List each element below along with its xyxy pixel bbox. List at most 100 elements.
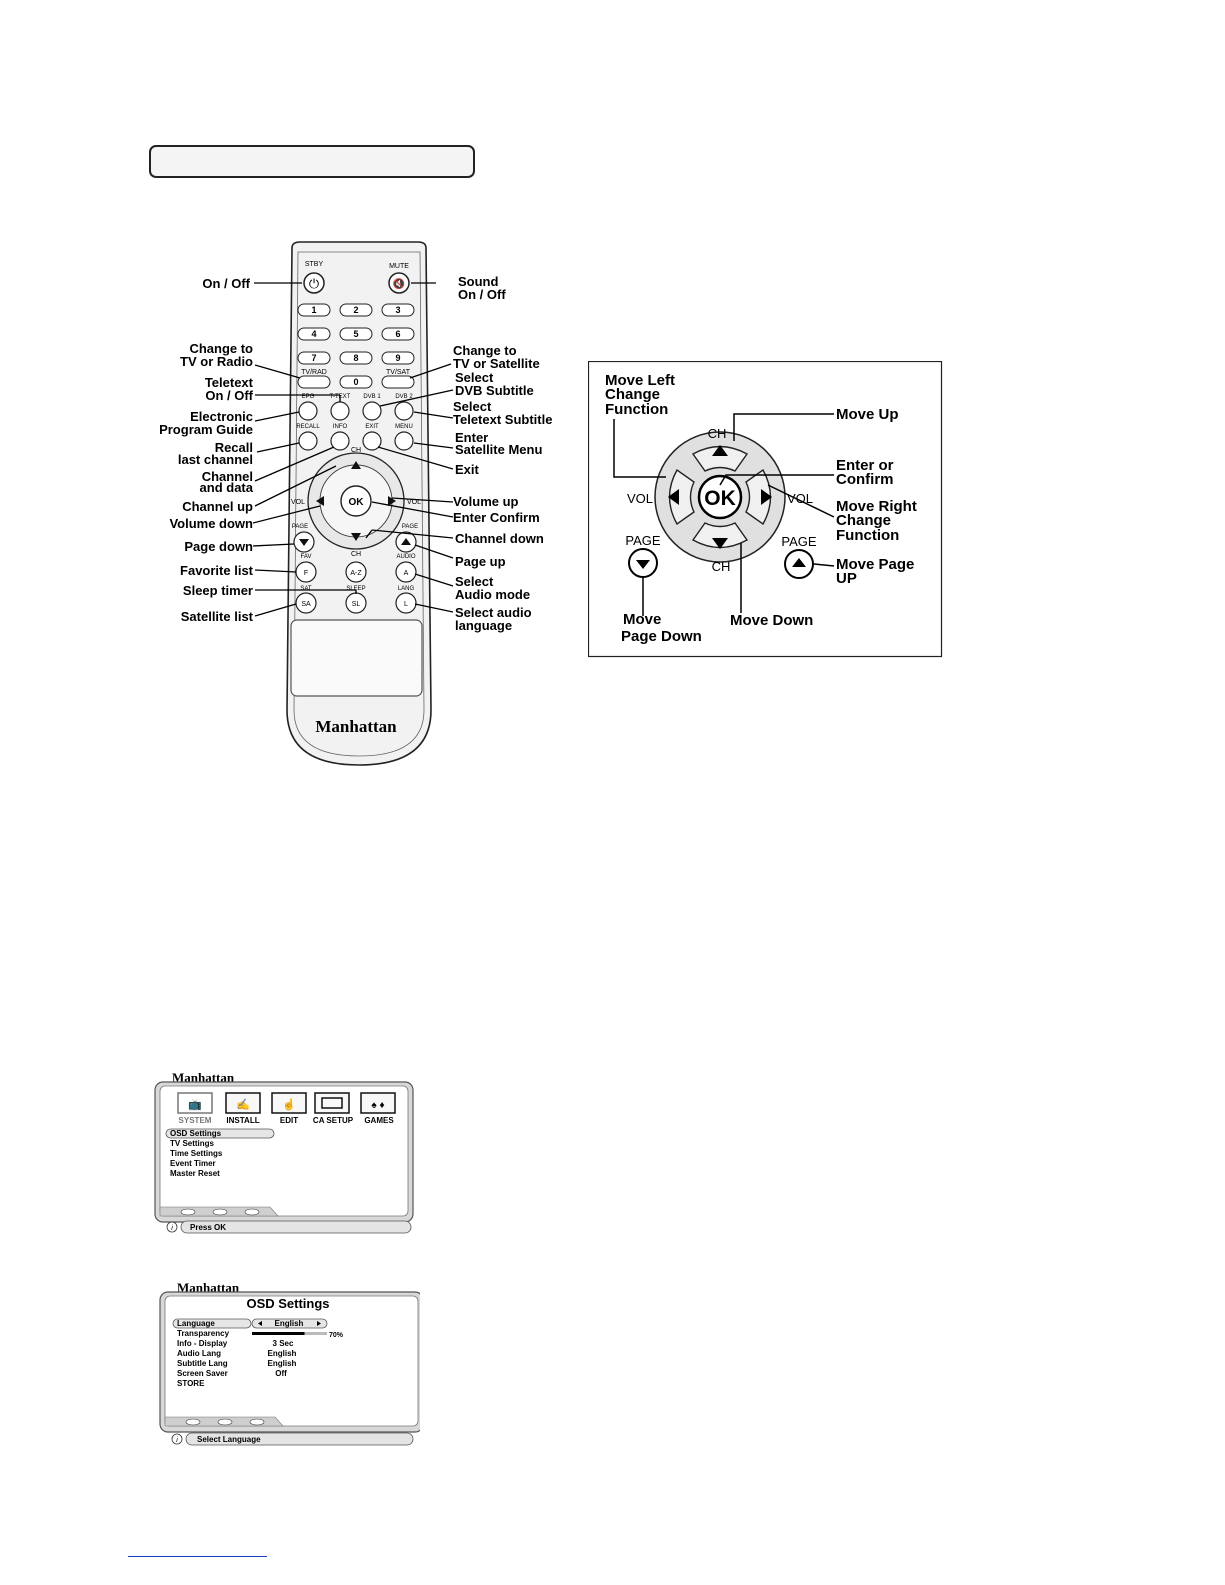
page-down-icon xyxy=(636,560,650,569)
svg-text:VOL: VOL xyxy=(787,491,813,506)
footer-link-underline xyxy=(128,1556,267,1557)
pad-down-segment xyxy=(691,522,749,549)
recall-button xyxy=(298,431,318,451)
exit-button xyxy=(362,431,382,451)
language-selector xyxy=(251,1318,328,1329)
svg-text:EXIT: EXIT xyxy=(365,424,379,430)
svg-text:L: L xyxy=(404,601,408,608)
svg-text:Change: Change xyxy=(836,512,891,529)
info-icon xyxy=(166,1221,178,1233)
svg-text:Change to: Change to xyxy=(453,343,517,358)
row-value-language: English xyxy=(275,1319,304,1328)
ok-button xyxy=(340,485,372,517)
menu-item-time-settings: Time Settings xyxy=(170,1149,223,1158)
svg-text:Favorite list: Favorite list xyxy=(180,563,254,578)
tab-ca-setup-icon xyxy=(314,1092,350,1114)
svg-text:MUTE: MUTE xyxy=(389,263,409,270)
svg-text:4: 4 xyxy=(311,329,316,339)
svg-text:Teletext Subtitle: Teletext Subtitle xyxy=(453,412,552,427)
menu-item-master-reset: Master Reset xyxy=(170,1169,220,1178)
info-button xyxy=(330,431,350,451)
svg-text:CH: CH xyxy=(351,551,361,558)
svg-text:Page up: Page up xyxy=(455,554,506,569)
right-arrow-icon xyxy=(317,1321,321,1326)
left-arrow-icon xyxy=(668,489,679,505)
remote-left-labels: On / Off Change to TV or Radio Teletext … xyxy=(159,276,254,624)
svg-text:Satellite Menu: Satellite Menu xyxy=(455,442,542,457)
tab-system: SYSTEM xyxy=(179,1116,212,1125)
info-icon xyxy=(171,1433,183,1445)
svg-text:SAT: SAT xyxy=(300,586,312,592)
ok-button xyxy=(697,474,743,520)
menu-item-osd-settings: OSD Settings xyxy=(170,1129,222,1138)
pad-left-segment xyxy=(668,468,695,526)
svg-text:INFO: INFO xyxy=(333,424,348,430)
svg-text:Move Right: Move Right xyxy=(836,498,917,515)
svg-text:Move Up: Move Up xyxy=(836,406,899,423)
svg-text:Sleep timer: Sleep timer xyxy=(183,583,253,598)
svg-text:Enter: Enter xyxy=(455,430,488,445)
row-label-subtitle-lang: Subtitle Lang xyxy=(177,1359,228,1368)
svg-text:7: 7 xyxy=(311,353,316,363)
row-value-transparency: 70% xyxy=(329,1332,344,1339)
svg-text:Select: Select xyxy=(455,370,494,385)
page-up-icon xyxy=(401,538,411,545)
svg-text:VOL: VOL xyxy=(627,491,653,506)
svg-text:On / Off: On / Off xyxy=(205,388,253,403)
navpad-labels: Move Left Change Function Move Up Enter … xyxy=(605,372,917,645)
svg-text:Select audio: Select audio xyxy=(455,605,532,620)
power-icon: ⏻ xyxy=(309,276,319,291)
teletext-button xyxy=(330,401,350,421)
tab-edit-icon xyxy=(271,1092,307,1114)
row-value-audio-lang: English xyxy=(268,1349,297,1358)
svg-text:0: 0 xyxy=(353,377,358,387)
row-value-screen-saver: Off xyxy=(275,1369,287,1378)
svg-text:Function: Function xyxy=(836,527,899,544)
svg-text:Move Page: Move Page xyxy=(836,556,914,573)
svg-text:✍: ✍ xyxy=(236,1098,250,1111)
svg-text:Enter Confirm: Enter Confirm xyxy=(453,510,540,525)
svg-text:📺: 📺 xyxy=(188,1098,202,1111)
language-button xyxy=(395,592,417,614)
svg-text:Manhattan: Manhattan xyxy=(172,1070,235,1085)
epg-button xyxy=(298,401,318,421)
right-arrow-icon xyxy=(761,489,772,505)
up-arrow-icon xyxy=(351,461,361,469)
svg-text:PAGE: PAGE xyxy=(292,524,308,530)
svg-text:language: language xyxy=(455,618,512,633)
left-arrow-icon xyxy=(258,1321,262,1326)
tab-edit: EDIT xyxy=(280,1116,298,1125)
svg-text:CH: CH xyxy=(351,447,361,454)
svg-text:TV or Satellite: TV or Satellite xyxy=(453,356,540,371)
svg-text:Teletext: Teletext xyxy=(205,375,254,390)
svg-text:A-Z: A-Z xyxy=(350,570,362,577)
svg-text:♠ ♦: ♠ ♦ xyxy=(371,1100,384,1111)
svg-text:SLEEP: SLEEP xyxy=(346,586,365,592)
remote-right-labels: Sound On / Off Change to TV or Satellite… xyxy=(453,274,552,633)
row-value-info-display: 3 Sec xyxy=(273,1339,294,1348)
menu-item-event-timer: Event Timer xyxy=(170,1159,216,1168)
svg-text:Volume down: Volume down xyxy=(169,516,253,531)
svg-text:Channel up: Channel up xyxy=(182,499,253,514)
dvb-subtitle-button xyxy=(362,401,382,421)
svg-text:CH: CH xyxy=(708,426,727,441)
svg-text:Manhattan: Manhattan xyxy=(177,1280,240,1295)
svg-text:DVB Subtitle: DVB Subtitle xyxy=(455,383,534,398)
svg-text:SL: SL xyxy=(352,601,361,608)
svg-text:PAGE: PAGE xyxy=(781,534,816,549)
svg-text:UP: UP xyxy=(836,570,857,587)
transparency-fill xyxy=(252,1332,305,1335)
osd-main-menu-screenshot: Manhattan 📺 ✍ ☝ ♠ ♦ SYSTEM INSTALL EDIT … xyxy=(154,1070,414,1234)
mute-button xyxy=(388,272,410,294)
svg-text:Satellite list: Satellite list xyxy=(181,609,254,624)
svg-text:VOL: VOL xyxy=(407,499,421,506)
down-arrow-icon xyxy=(712,538,728,549)
row-value-subtitle-lang: English xyxy=(268,1359,297,1368)
svg-text:PAGE: PAGE xyxy=(625,533,660,548)
satellite-button xyxy=(295,592,317,614)
svg-text:Change to: Change to xyxy=(189,341,253,356)
svg-text:Select: Select xyxy=(453,399,492,414)
svg-text:FAV: FAV xyxy=(301,554,312,560)
osd-settings-title: OSD Settings xyxy=(246,1296,329,1311)
right-arrow-icon xyxy=(388,496,396,506)
